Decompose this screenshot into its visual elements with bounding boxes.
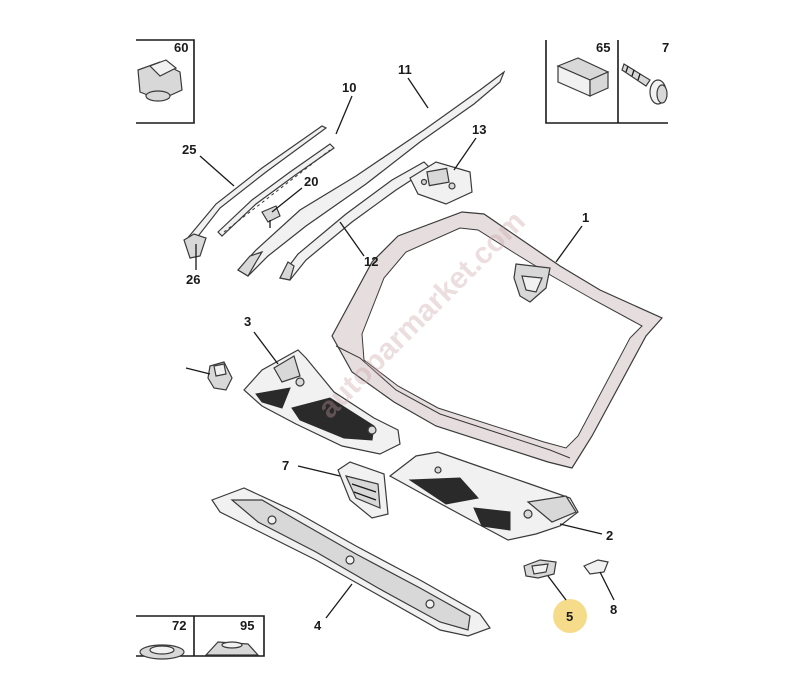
inset-label-65: 65	[596, 40, 610, 55]
leader-13	[453, 137, 477, 171]
leader-11	[407, 77, 429, 109]
callout-20: 20	[304, 174, 318, 189]
bracket-13	[409, 161, 473, 205]
leader-4	[325, 583, 353, 619]
strip-10	[217, 143, 335, 237]
callout-11: 11	[398, 62, 412, 77]
leader-5	[547, 575, 567, 601]
inset-label-72: 72	[172, 618, 186, 633]
clip-8	[583, 559, 609, 575]
leader-8	[599, 571, 615, 601]
callout-2: 2	[606, 528, 613, 543]
inset-label-60: 60	[174, 40, 188, 55]
leader-25	[199, 155, 235, 187]
inset-72-95: 72 95	[136, 615, 265, 660]
leader-3	[253, 331, 279, 365]
leader-20	[271, 187, 303, 213]
callout-12: 12	[364, 254, 378, 269]
callout-1: 1	[582, 210, 589, 225]
callout-8: 8	[610, 602, 617, 617]
clip-95-icon	[204, 641, 260, 656]
inset-60: 60	[136, 39, 195, 124]
highlight-circle-5	[553, 599, 587, 633]
clip-5	[523, 559, 557, 579]
cross-member-4	[211, 487, 491, 637]
bracket-7	[337, 461, 389, 519]
windshield-part	[331, 211, 663, 469]
clip-part-icon	[137, 59, 183, 102]
callout-26: 26	[186, 272, 200, 287]
leader-7	[297, 465, 341, 477]
callout-3: 3	[244, 314, 251, 329]
screw-icon	[621, 63, 668, 105]
roof-trim-11	[237, 70, 506, 277]
leader-12	[339, 221, 365, 257]
leader-10	[335, 95, 353, 135]
inset-label-95: 95	[240, 618, 254, 633]
grommet-icon	[139, 644, 185, 660]
leader-1	[555, 225, 583, 263]
inset-label-7: 7	[662, 40, 669, 55]
callout-13: 13	[472, 122, 486, 137]
callout-labels: 1 2 3 4 5 7 8 10 11 12 13 20 25 26	[182, 62, 617, 633]
callout-7: 7	[282, 458, 289, 473]
callout-10: 10	[342, 80, 356, 95]
callout-4: 4	[314, 618, 322, 633]
foam-block-icon	[556, 57, 610, 97]
leader-2	[559, 523, 603, 535]
leader-clip-near-3	[185, 367, 211, 375]
seal-strip-25	[183, 125, 328, 259]
clip-near-3	[207, 361, 233, 391]
clip-20	[261, 205, 281, 228]
inset-65-7: 65 7	[545, 40, 669, 124]
cowl-panel-2	[388, 451, 579, 541]
callout-5: 5	[566, 609, 573, 624]
callout-25: 25	[182, 142, 196, 157]
cowl-panel-3	[243, 349, 401, 455]
leader-lines	[185, 77, 615, 619]
